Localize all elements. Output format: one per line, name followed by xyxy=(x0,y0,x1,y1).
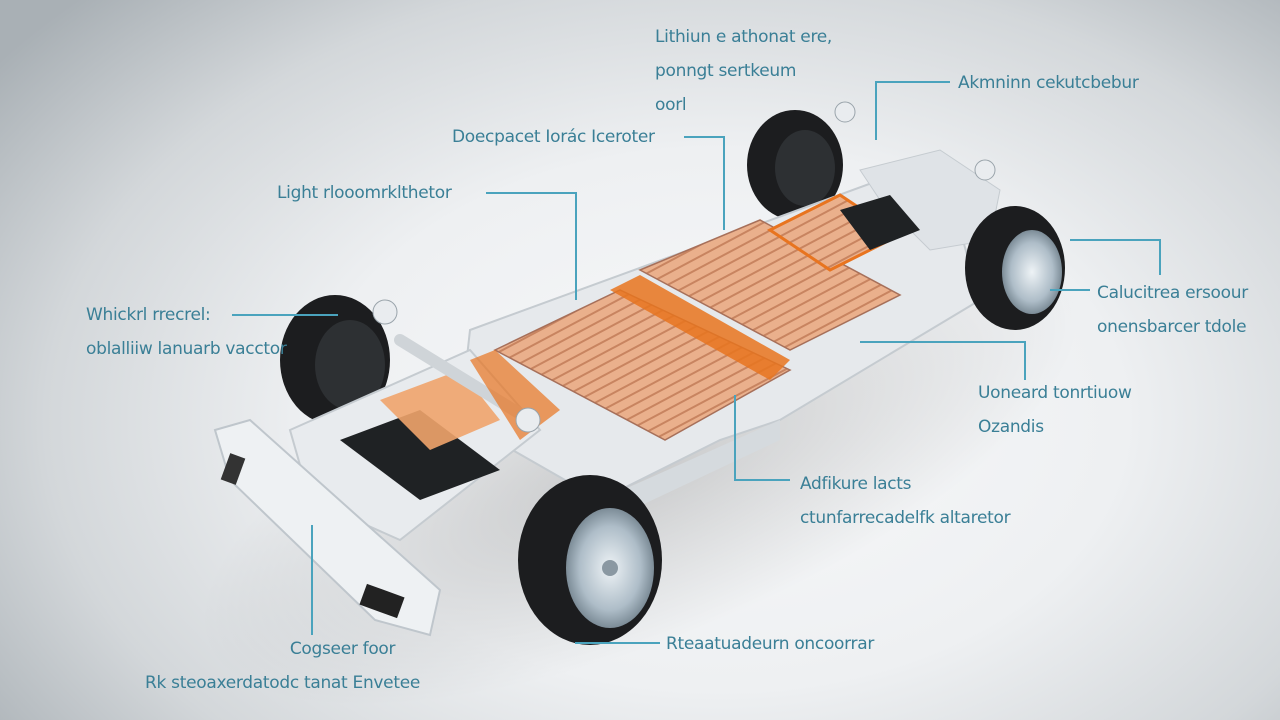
label-rear-suspension: Calucitrea ersoour onensbarcer tdole xyxy=(1097,283,1248,337)
label-wheel-hub: Whickrl rrecrel: oblalliiw lanuarb vacct… xyxy=(86,305,287,359)
label-front-wheel: Rteaatuadeurn oncoorrar xyxy=(666,634,875,654)
label-lithium-cell: Lithiun e athonat ere, ponngt sertkeum o… xyxy=(655,27,833,115)
suspension-struts xyxy=(372,101,996,433)
wheel-front-right xyxy=(518,475,662,645)
label-cooling-channels: Uoneard tonrtiuow Ozandis xyxy=(978,383,1132,437)
wheel-front-left xyxy=(280,295,390,425)
label-lightweight-enclosure: Light rlooomrklthetor xyxy=(277,183,452,203)
battery-pack xyxy=(470,193,920,441)
label-crash-beam: Cogseer foor Rk steoaxerdatodc tanat Env… xyxy=(145,639,421,693)
label-battery-connector: Doecpacet Iorác Iceroter xyxy=(452,127,655,147)
label-aluminum-subframe: Akmninn cekutcbebur xyxy=(958,73,1139,93)
wheel-rear-left xyxy=(747,110,843,220)
label-structural-battery: Adfikure lacts ctunfarrecadelfk altareto… xyxy=(800,474,1011,528)
leader-lines xyxy=(232,81,1161,644)
wheel-rear-right xyxy=(965,206,1065,330)
